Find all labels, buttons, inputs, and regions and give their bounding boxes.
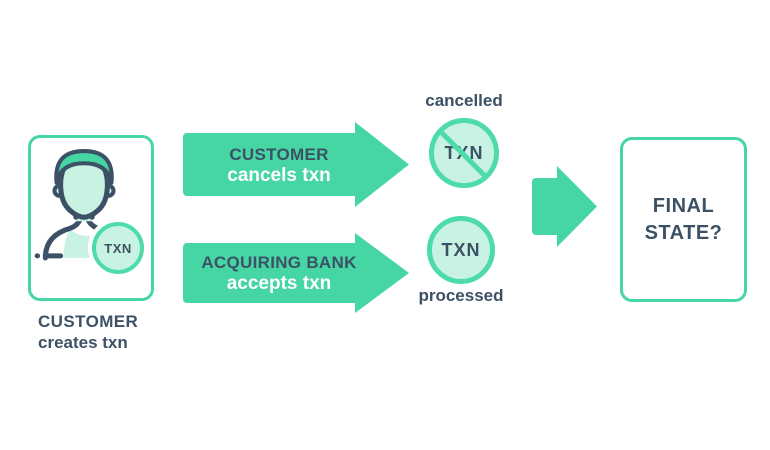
arrow-right-icon (183, 122, 409, 207)
cancelled-txn-icon: TXN (429, 118, 499, 188)
arrow-action-label: cancels txn (227, 164, 331, 186)
customer-box: TXN (28, 135, 154, 301)
final-state-box: FINAL STATE? (620, 137, 747, 302)
arrow-action-label: accepts txn (226, 273, 332, 294)
txn-badge-icon: TXN (92, 222, 144, 274)
txn-badge-label: TXN (104, 240, 132, 256)
processed-txn-icon: TXN (427, 216, 495, 284)
arrow-label-group: ACQUIRING BANK accepts txn (183, 233, 375, 313)
processed-label: processed (418, 286, 504, 305)
arrow-actor-label: ACQUIRING BANK (201, 253, 357, 272)
final-state-line2: STATE? (644, 221, 723, 244)
customer-subtitle: creates txn (38, 333, 128, 352)
final-state-line1: FINAL (652, 194, 715, 217)
customer-title: CUSTOMER (38, 312, 139, 331)
arrow-customer-cancels: CUSTOMER cancels txn (183, 122, 409, 207)
arrow-label-group: CUSTOMER cancels txn (183, 122, 375, 207)
arrow-bank-accepts: ACQUIRING BANK accepts txn (183, 233, 409, 313)
final-arrow-icon (532, 166, 597, 247)
txn-circle-label: TXN (441, 239, 481, 260)
arrow-actor-label: CUSTOMER (229, 144, 329, 164)
cancelled-label: cancelled (425, 91, 503, 110)
arrow-right-icon (183, 233, 409, 313)
